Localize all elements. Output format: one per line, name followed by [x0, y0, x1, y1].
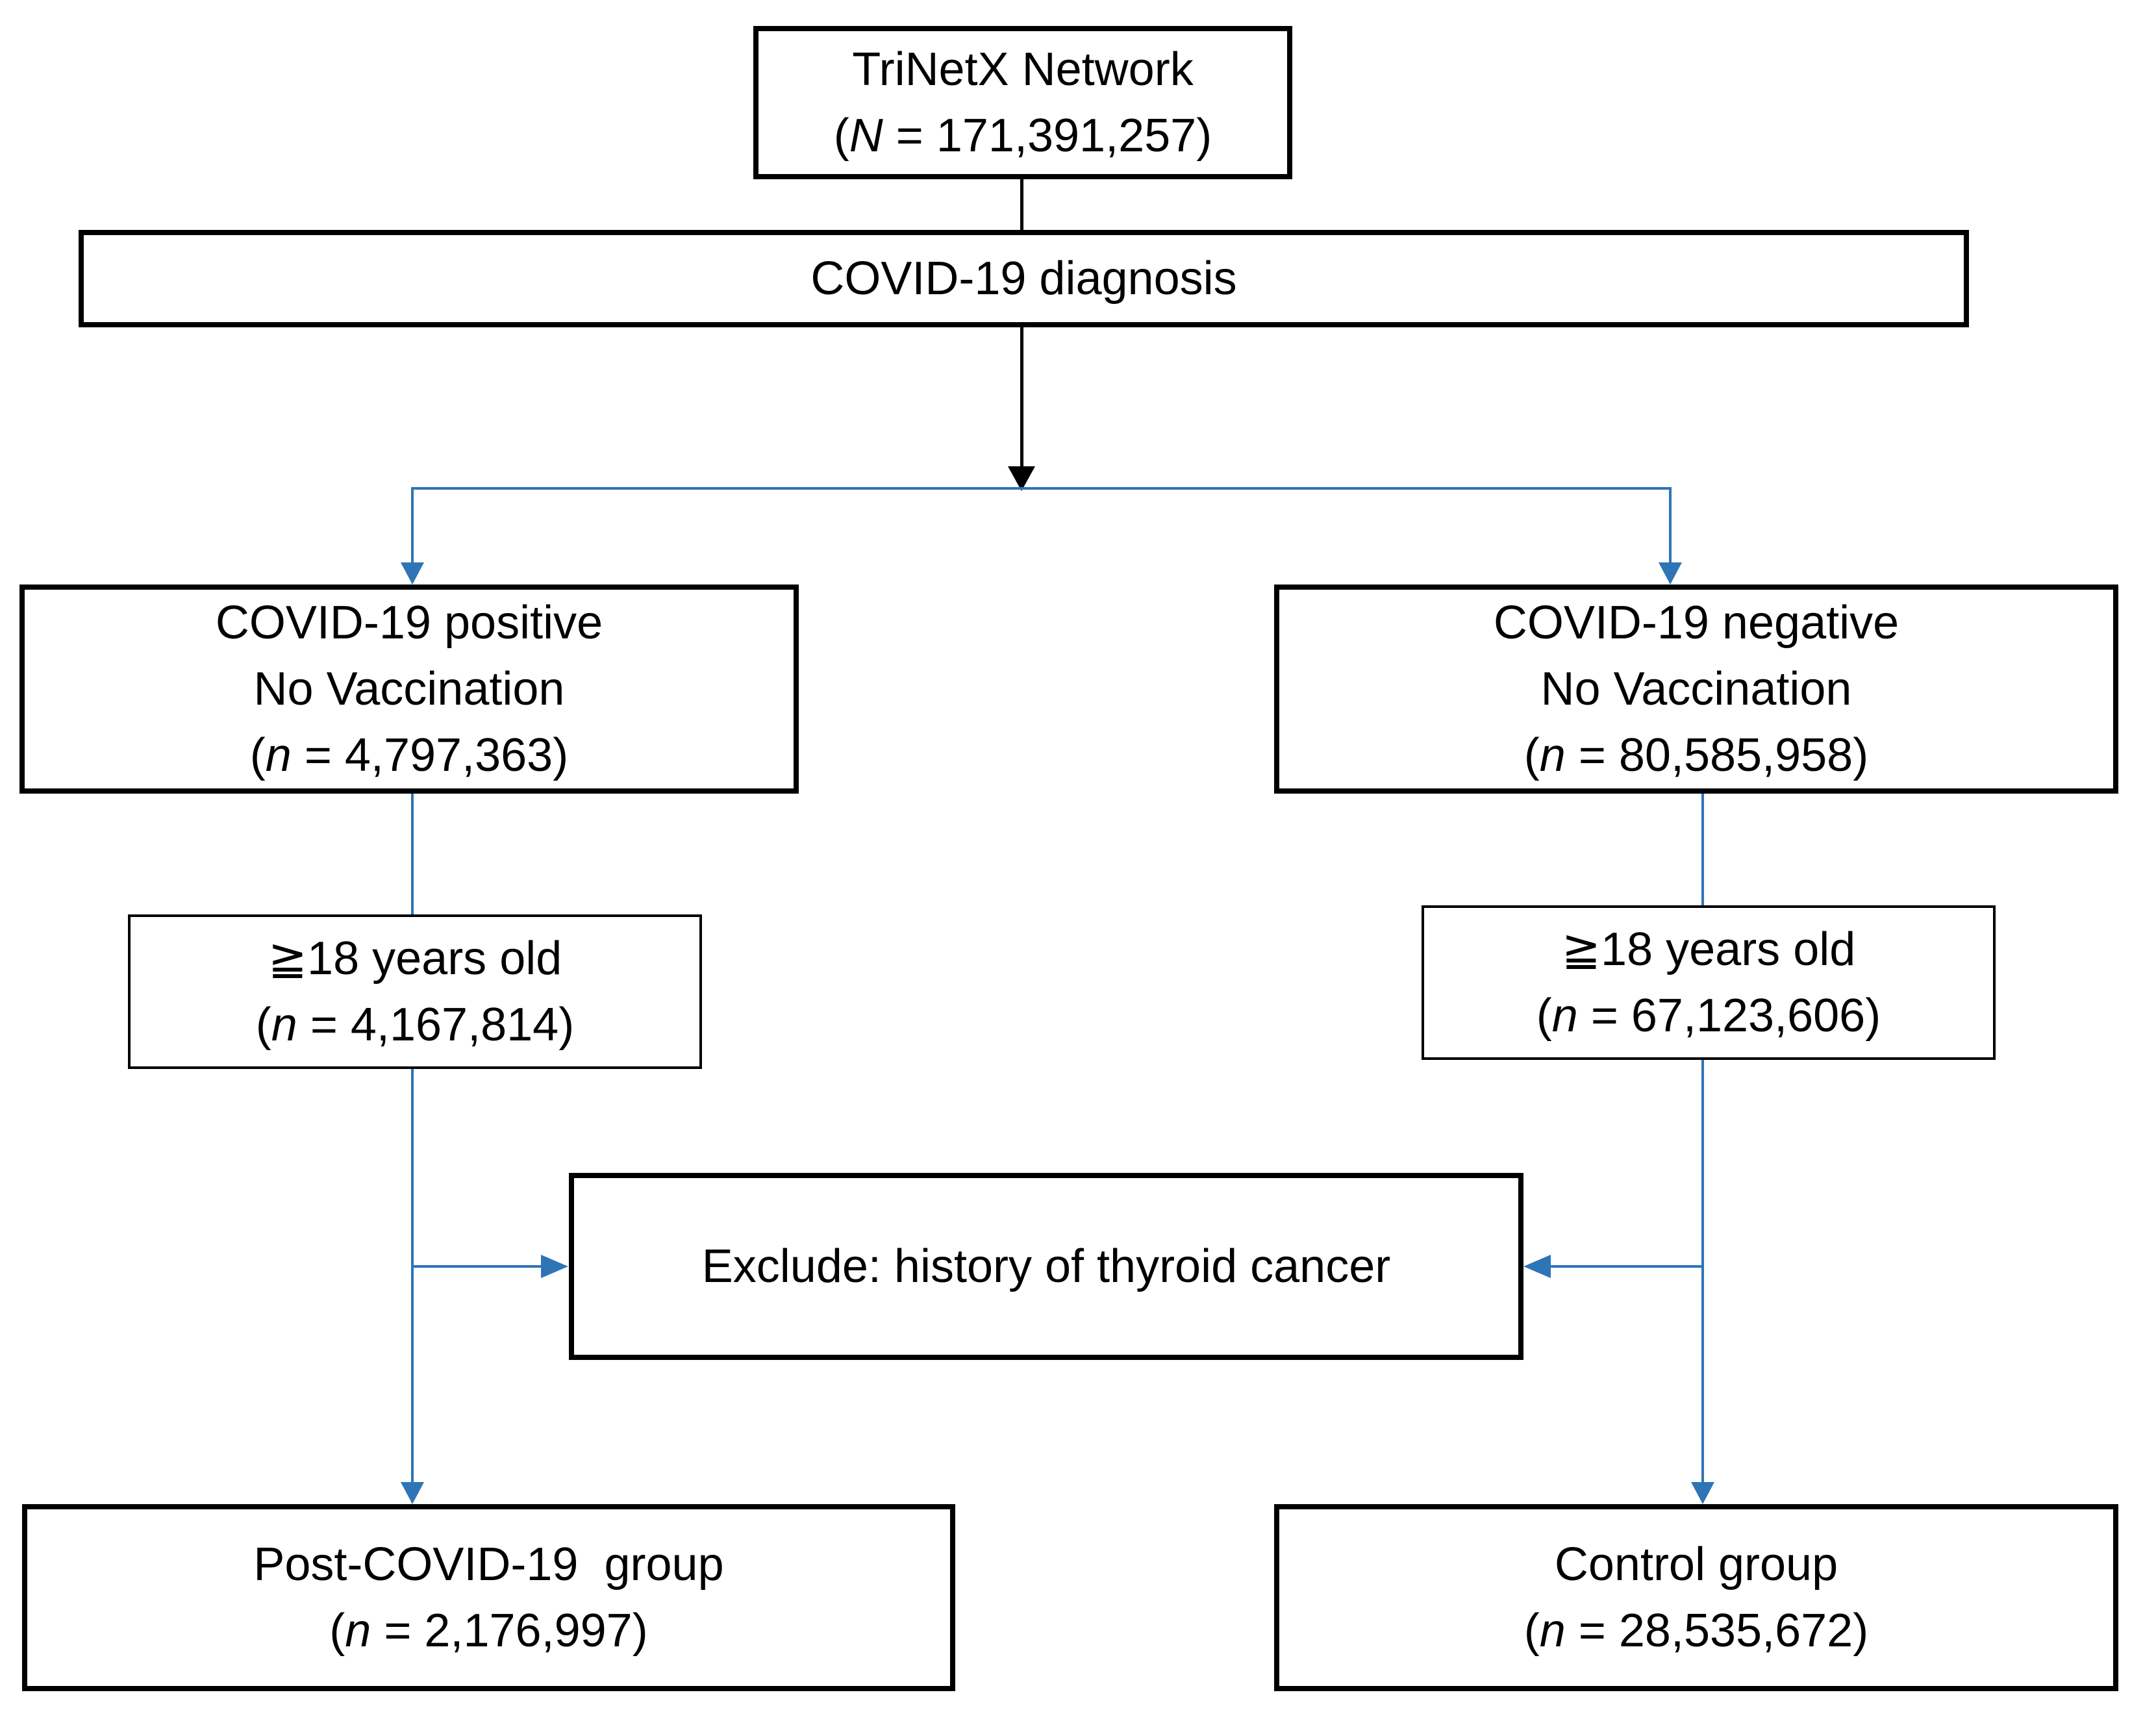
node-post-covid19-group: Post-COVID-19 group (n = 2,176,997): [22, 1504, 955, 1691]
node-count: (n = 80,585,958): [1523, 729, 1869, 781]
connector-branch-to-negative: [1669, 487, 1672, 562]
arrowhead-into-positive: [401, 562, 424, 585]
node-label: COVID-19 diagnosis: [810, 253, 1237, 305]
arrowhead-into-negative: [1659, 562, 1682, 585]
connector-negative-to-control-group: [1701, 793, 1704, 1482]
arrowhead-into-control-group: [1691, 1482, 1714, 1504]
node-line: COVID-19 negative: [1493, 597, 1899, 649]
arrowhead-into-exclude-right: [1523, 1255, 1551, 1278]
node-line: No Vaccination: [1540, 663, 1852, 715]
node-exclude-thyroid-cancer: Exclude: history of thyroid cancer: [569, 1173, 1523, 1360]
connector-branch-horizontal: [411, 487, 1672, 490]
node-title: TriNetX Network: [852, 44, 1194, 95]
arrowhead-into-exclude-left: [541, 1255, 568, 1278]
node-age-filter-right: ≧18 years old (n = 67,123,606): [1422, 905, 1996, 1060]
connector-right-to-exclude: [1551, 1265, 1703, 1268]
node-covid19-negative: COVID-19 negative No Vaccination (n = 80…: [1274, 585, 2118, 794]
node-line: COVID-19 positive: [215, 597, 603, 649]
node-count: (n = 4,167,814): [255, 999, 575, 1051]
node-line: ≧18 years old: [268, 933, 562, 985]
node-label: Exclude: history of thyroid cancer: [701, 1240, 1391, 1292]
node-count: (N = 171,391,257): [833, 110, 1212, 162]
node-age-filter-left: ≧18 years old (n = 4,167,814): [128, 914, 702, 1069]
node-line: Control group: [1554, 1539, 1838, 1591]
connector-branch-to-positive: [411, 487, 414, 562]
node-count: (n = 67,123,606): [1536, 990, 1881, 1042]
node-count: (n = 4,797,363): [249, 729, 569, 781]
connector-left-to-exclude: [411, 1265, 541, 1268]
node-line: ≧18 years old: [1561, 924, 1856, 975]
node-line: Post-COVID-19 group: [253, 1539, 724, 1591]
connector-positive-to-post-group: [411, 793, 414, 1482]
node-covid19-diagnosis: COVID-19 diagnosis: [79, 230, 1969, 327]
node-count: (n = 2,176,997): [329, 1605, 648, 1657]
arrowhead-into-post-group: [401, 1482, 424, 1504]
connector-diagnosis-to-branch: [1020, 327, 1023, 466]
node-control-group: Control group (n = 28,535,672): [1274, 1504, 2118, 1691]
node-count: (n = 28,535,672): [1523, 1605, 1869, 1657]
arrowhead-diagnosis-down: [1008, 466, 1035, 491]
node-line: No Vaccination: [253, 663, 565, 715]
node-trinetx-network: TriNetX Network (N = 171,391,257): [753, 26, 1292, 179]
node-covid19-positive: COVID-19 positive No Vaccination (n = 4,…: [19, 585, 799, 794]
connector-network-to-diagnosis: [1020, 178, 1023, 230]
